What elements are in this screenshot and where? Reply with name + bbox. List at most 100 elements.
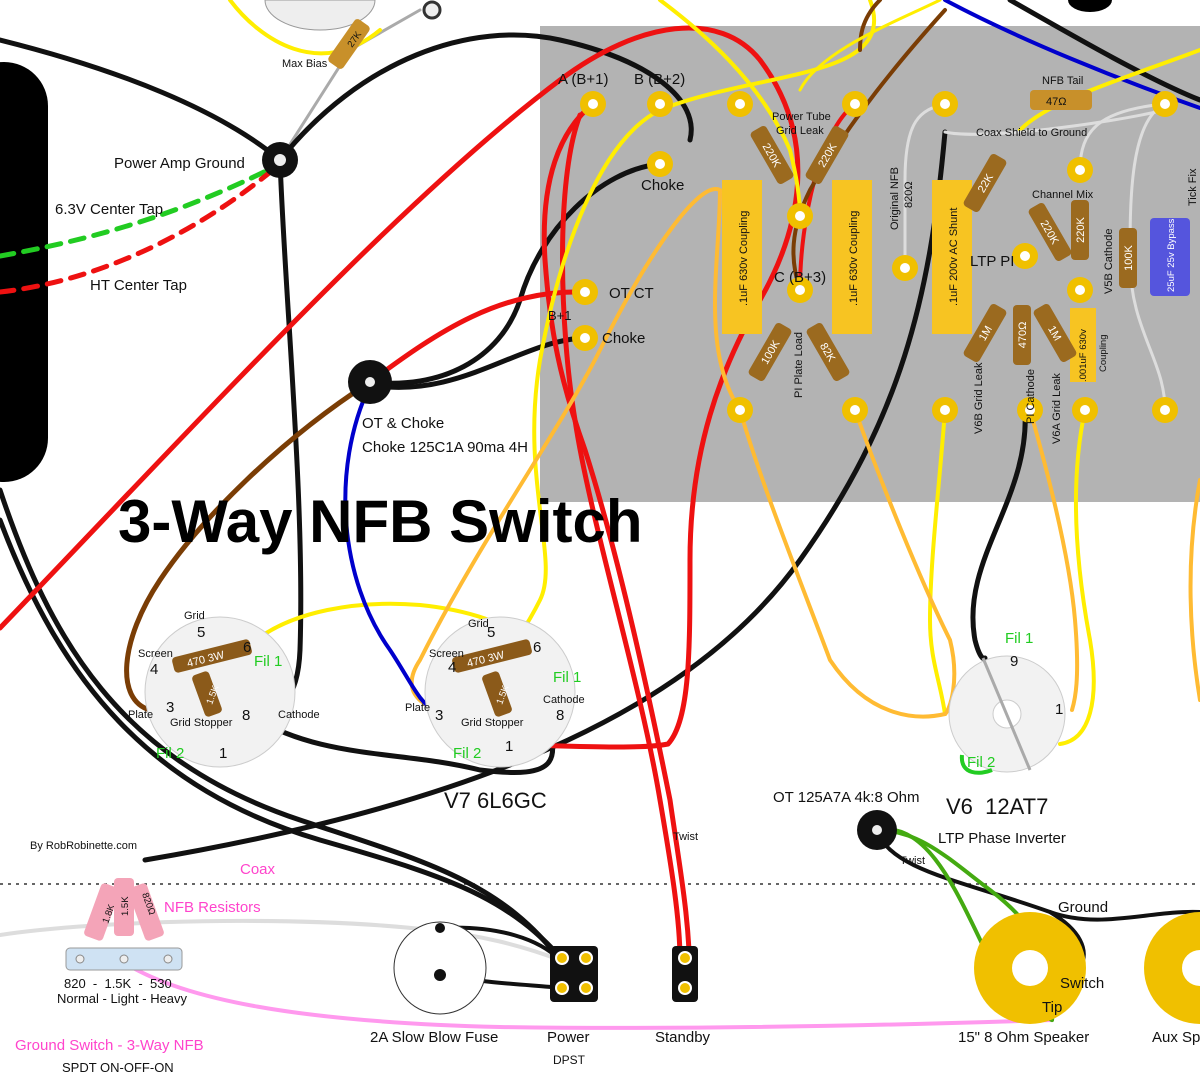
board-resistor: 82K [806, 322, 850, 382]
blue-wire-plate [343, 383, 437, 712]
ot-grommet-center [872, 825, 882, 835]
v6-fil2-label: Fil 2 [967, 754, 995, 771]
original-nfb-res-label: 820Ω [903, 181, 915, 208]
v6-filament-green [959, 754, 993, 775]
orange-wire-1 [409, 187, 742, 712]
ot-choke-grommet-center [365, 377, 375, 387]
ot-ct-label: OT CT [609, 285, 654, 302]
ground-switch-label: Ground Switch - 3-Way NFB [15, 1037, 204, 1054]
grey-nfb-wire [903, 102, 947, 270]
nfb-tail-res-label: 47Ω [1046, 96, 1066, 108]
board-resistor-value: 470Ω [1017, 322, 1029, 349]
power-label: Power [547, 1029, 590, 1046]
eyelet [1067, 157, 1093, 183]
nfb-resistors-label: NFB Resistors [164, 899, 261, 916]
coax-shield-wire [943, 108, 1167, 136]
speaker-15-center [1012, 950, 1048, 986]
yellow-wire-top-2 [658, 0, 802, 218]
v6-pin-1: 1 [1055, 701, 1063, 718]
v7-grid-stopper-resistor: 1.5K [192, 671, 222, 717]
v7-grid-stopper-label: Grid Stopper [170, 717, 233, 729]
board-eyelets [572, 91, 1178, 423]
board-resistor: 1M [1033, 303, 1077, 363]
coax-shield-label: Coax Shield to Ground [976, 127, 1087, 139]
bypass-cap: 25uF 25v Bypass [1150, 218, 1190, 296]
nfb-resistor-15k: 1.5K [114, 878, 134, 936]
eyelet [892, 255, 918, 281]
board-resistor-value: 220K [1075, 216, 1087, 242]
v6a-grid-leak-label: V6A Grid Leak [1051, 373, 1063, 444]
black-wire-tube [245, 711, 556, 775]
c-b3-label: C (B+3) [774, 269, 826, 286]
yellow-wire-right [1018, 48, 1200, 132]
fuse-holder [393, 921, 487, 1015]
brown-wire-top [858, 0, 882, 52]
svg-text:.1uF 630v Coupling: .1uF 630v Coupling [738, 211, 750, 306]
power-amp-ground-label: Power Amp Ground [114, 155, 245, 172]
spdt-label: SPDT ON-OFF-ON [62, 1060, 174, 1075]
max-bias-resistor [328, 19, 370, 69]
black-wire-left-long-2 [0, 517, 586, 988]
v7-pin-6: 6 [243, 639, 251, 656]
v7-tube-label: V7 6L6GC [444, 788, 547, 813]
eyelet [842, 397, 868, 423]
eyelet [647, 151, 673, 177]
ground-switch-lug-2 [119, 954, 129, 964]
nfb-tail-label: NFB Tail [1042, 75, 1083, 87]
v8-pin-6: 6 [533, 639, 541, 656]
bias-pot [264, 0, 376, 31]
orange-wire-3 [738, 408, 947, 719]
nfb-tail-resistor [1030, 90, 1092, 110]
eyelet [932, 397, 958, 423]
center-tap-63-label: 6.3V Center Tap [55, 201, 163, 218]
power-tube-grid-leak-label-2: Grid Leak [776, 125, 824, 137]
page-title: 3-Way NFB Switch [118, 488, 643, 555]
red-wire-b1 [541, 101, 693, 988]
v6-sub-label: LTP Phase Inverter [938, 830, 1066, 847]
red-wire-b1-2 [560, 112, 683, 963]
v8-grid-stopper-label: Grid Stopper [461, 717, 524, 729]
max-bias-label: Max Bias [282, 58, 328, 70]
switch-lug [678, 951, 692, 965]
b-plus-1-label: B+1 [548, 308, 572, 323]
top-pot-lug [422, 0, 442, 20]
eyelet [1072, 397, 1098, 423]
original-nfb-label: Original NFB [889, 167, 901, 230]
v6-tube-label: V6 12AT7 [946, 794, 1048, 819]
coupling-cap-001: .001uF 630v Coupling [1070, 308, 1109, 382]
orange-wire-4 [1028, 408, 1080, 712]
svg-text:.1uF 200v AC Shunt: .1uF 200v AC Shunt [948, 208, 960, 306]
tube-socket-v7 [144, 616, 296, 768]
ltp-pi-label: LTP PI [970, 253, 1014, 270]
eyelet [787, 203, 813, 229]
nfb-resistor-820: 820Ω [128, 883, 164, 941]
tick-fix-label: Tick Fix [1187, 168, 1199, 206]
v7-cathode-label: Cathode [278, 709, 320, 721]
channel-mix-label: Channel Mix [1032, 189, 1094, 201]
black-wire-left-long-1 [0, 487, 563, 963]
svg-text:.001uF 630v: .001uF 630v [1078, 329, 1089, 382]
ot-choke-label: OT & Choke [362, 415, 444, 432]
switch-lug [555, 981, 569, 995]
pi-plate-load-label: PI Plate Load [793, 332, 805, 398]
tip-label: Tip [1042, 999, 1062, 1016]
eyelet [1012, 243, 1038, 269]
gold-wire-top [798, 0, 942, 92]
twist-ot-label: Twist [900, 855, 925, 867]
v8-plate-label: Plate [405, 702, 430, 714]
coupling-cap-2: .1uF 630v Coupling [832, 180, 872, 334]
brown-wire-grid [124, 379, 373, 713]
v8-fil1-label: Fil 1 [553, 669, 581, 686]
v7-pin-4: 4 [150, 661, 158, 678]
filament-center-tap-wire [0, 161, 283, 259]
v8-fil2-label: Fil 2 [453, 745, 481, 762]
coupling-cap-1: .1uF 630v Coupling [722, 180, 762, 334]
power-amp-ground-lug-center [274, 154, 286, 166]
choke-bottom-label: Choke [602, 330, 645, 347]
eyelet [647, 91, 673, 117]
yellow-wire-diag [498, 0, 877, 662]
v7-pin-3: 3 [166, 699, 174, 716]
board-resistor: 470Ω [1013, 305, 1031, 365]
pi-cathode-label: PI Cathode [1025, 369, 1037, 424]
ground-label: Ground [1058, 899, 1108, 916]
